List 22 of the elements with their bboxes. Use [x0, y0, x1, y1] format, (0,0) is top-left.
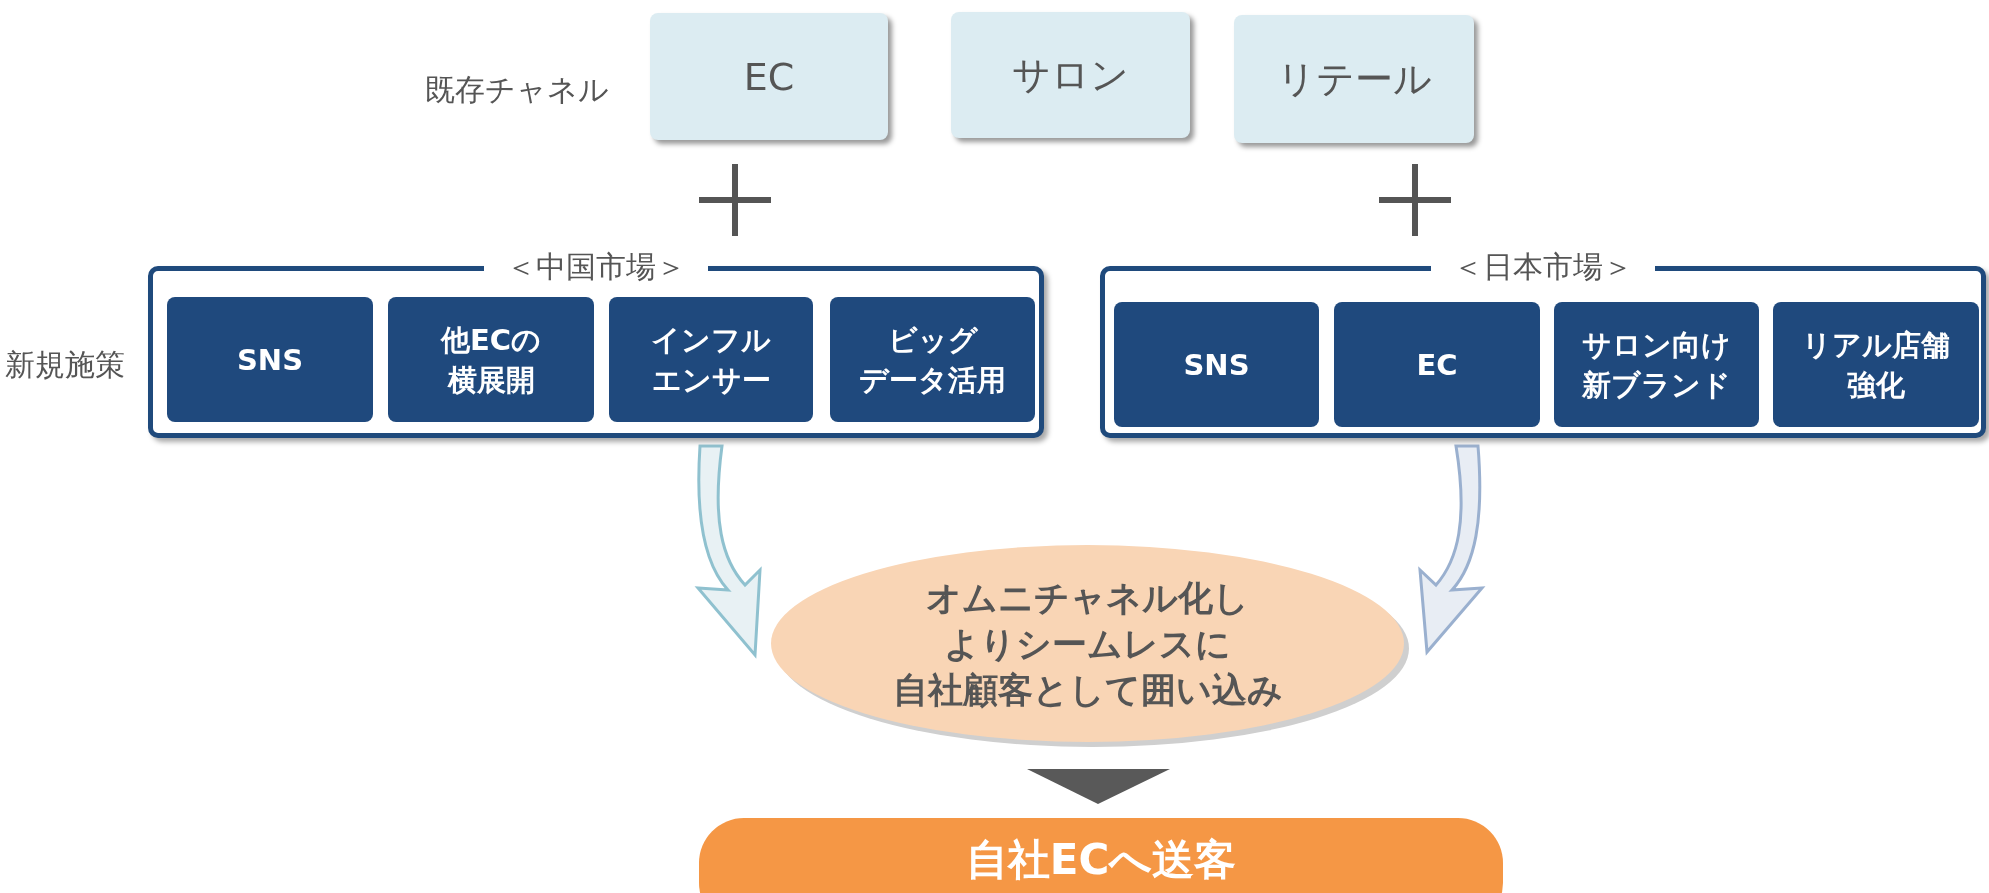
curved-arrow — [1418, 444, 1484, 654]
row-label: 新規施策 — [5, 346, 125, 384]
measure-box: SNS — [1114, 302, 1319, 427]
down-triangle-arrow — [1027, 769, 1170, 804]
measure-box: リアル店舗強化 — [1773, 302, 1979, 427]
row-label: 既存チャネル — [425, 71, 609, 109]
box-text: ビッグ — [887, 321, 978, 359]
curved-arrow — [696, 444, 762, 657]
channel-box: サロン — [951, 12, 1190, 138]
goal-text: よりシームレスに — [943, 622, 1232, 666]
channel-box: EC — [650, 13, 888, 140]
channel-box: リテール — [1234, 15, 1474, 143]
measure-box: EC — [1334, 302, 1540, 427]
measure-box: インフルエンサー — [609, 297, 813, 422]
result-banner: 自社ECへ送客 — [699, 818, 1503, 893]
box-text: データ活用 — [859, 361, 1006, 399]
goal-text: 自社顧客として囲い込み — [892, 668, 1283, 712]
measure-box: SNS — [167, 297, 373, 422]
goal-text: オムニチャネル化し — [925, 576, 1250, 620]
measure-box — [830, 297, 1035, 422]
measure-box: 他ECの横展開 — [388, 297, 594, 422]
measure-box: サロン向け新ブランド — [1554, 302, 1759, 427]
